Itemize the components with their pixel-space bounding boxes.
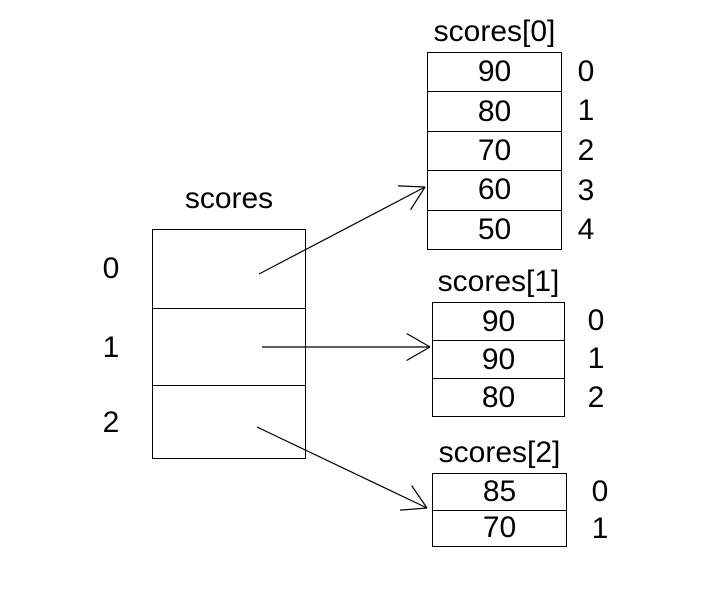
array-cell-value: 80 (428, 92, 561, 132)
array-cell-value: 80 (481, 380, 516, 414)
array-cell-value: 85 (433, 474, 566, 511)
array-cell-value: 50 (477, 212, 512, 246)
array-cell-value: 70 (482, 511, 517, 545)
pointer-arrow-2 (256, 426, 428, 511)
sub-array-1-indices: 0 1 2 (576, 302, 616, 417)
array-cell-index: 1 (587, 342, 605, 376)
pointer-slot-0 (153, 230, 305, 309)
array-cell-index: 4 (577, 213, 595, 247)
array-cell-index: 2 (587, 380, 605, 414)
pointer-arrow-0 (258, 185, 426, 275)
pointer-slot-1 (153, 309, 305, 386)
array-cell-value: 90 (428, 53, 561, 93)
array-cell-index: 3 (577, 173, 595, 207)
array-cell-value: 60 (428, 171, 561, 211)
array-cell-index: 1 (577, 94, 595, 128)
pointer-slot-2 (153, 386, 305, 458)
array-cell-index: 0 (591, 474, 609, 508)
pointer-array-slots (153, 230, 305, 458)
sub-array-1-title: scores[1] (437, 265, 560, 298)
pointer-array-label: scores (184, 182, 274, 215)
array-cell-value: 90 (433, 341, 564, 379)
array-cell-value: 90 (433, 303, 564, 341)
array-cell-index: 0 (587, 304, 605, 338)
sub-array-0-title: scores[0] (433, 15, 556, 48)
pointer-slot-index: 1 (102, 330, 120, 364)
array-cell-index: 1 (591, 511, 609, 545)
array-cell-index: 0 (577, 54, 595, 88)
pointer-array-box: scores (152, 184, 306, 459)
sub-array-2-title: scores[2] (438, 436, 561, 469)
sub-array-0-indices: 0 1 2 3 4 (566, 52, 606, 250)
pointer-arrow-1 (262, 332, 431, 362)
pointer-slot-index: 2 (102, 405, 120, 439)
pointer-slot-index: 0 (102, 252, 120, 285)
array-cell-index: 2 (577, 133, 595, 167)
array-cell-value: 70 (428, 132, 561, 172)
